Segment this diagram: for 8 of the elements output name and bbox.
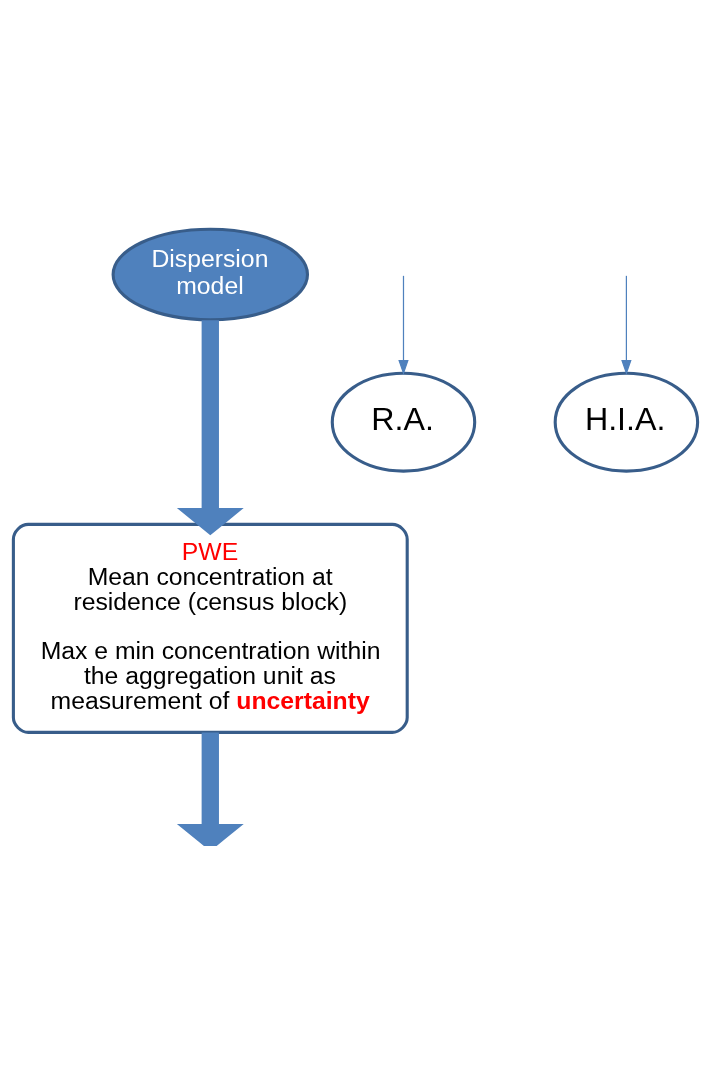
- arrow: [176, 319, 244, 535]
- arrow: [398, 274, 409, 375]
- arrow: [621, 274, 632, 375]
- arrow: [176, 731, 244, 846]
- node-ellipse: R.A.: [330, 371, 477, 473]
- node-ellipse: Dispersion model: [111, 227, 310, 321]
- node-ellipse: H.I.A.: [553, 371, 700, 473]
- node-box: PWE Mean concentration at residence (census block) Max e min concentration within the aggregation unit as measurement of uncertainty: [11, 522, 409, 734]
